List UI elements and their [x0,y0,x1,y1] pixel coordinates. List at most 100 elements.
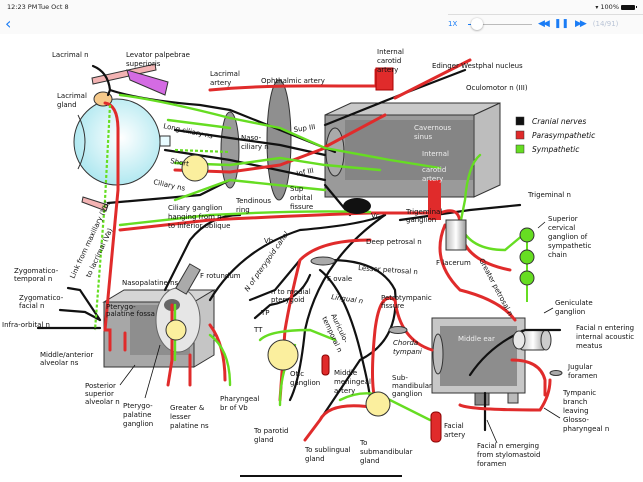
pterygopalatine-fossa-box [102,287,216,368]
label-geniculate-2: ganglion [555,308,585,316]
back-button[interactable]: ‹ [5,14,19,34]
label-nasopalatine: Nasopalatine ns [122,279,179,287]
label-sublingual-1: To sublingual [304,446,351,454]
label-facial-artery-2: artery [444,431,465,439]
label-oculomotor: Oculomotor n (III) [466,84,528,92]
legend: Cranial nerves Parasympathetic Sympathet… [515,116,596,154]
page-indicator: (14/91) [592,20,619,28]
label-ppg-3: ganglion [123,420,153,428]
status-time: 12:23 PM [7,3,38,11]
label-facial-entering-2: internal acoustic [576,333,634,341]
label-ciliary-ganglion-3: to inferior oblique [168,222,230,230]
label-trigeminal-ganglion-1: Trigeminal [405,208,442,216]
label-edinger-westphal: Edinger Westphal nucleus [432,62,523,70]
label-palatine-3: palatine ns [170,422,209,430]
label-petrotympanic-1: Petrotympanic [381,294,432,302]
slider-thumb[interactable] [470,18,483,30]
wifi-icon: ▾ [595,3,599,11]
label-otic-1: Otic [290,370,304,378]
label-nasociliary-1: Naso- [241,134,262,142]
label-mma-2: meningeal [334,378,371,386]
label-ica-1: Internal [422,150,449,158]
pause-button[interactable]: ❚❚ [554,19,569,29]
label-lacrimal-artery-2: artery [210,79,231,87]
cavernous-sinus-box [324,102,501,198]
submandibular-ganglion [365,391,391,417]
label-submand-ganglion-3: ganglion [392,390,422,398]
label-facial-entering-1: Facial n entering [576,324,634,332]
middle-ear-box [431,317,552,406]
petrotympanic-fissure [388,326,408,334]
label-short: Short [170,157,190,168]
fast-forward-icon: ▶▶ [574,19,587,29]
label-tendinous-2: ring [236,206,250,214]
parasympathetic-fibers [103,58,552,442]
sympathetic-chain [519,227,535,302]
label-sup-iii: Sup III [293,123,316,134]
label-levator-1: Levator palpebrae [126,51,190,59]
label-scg-5: chain [548,251,567,259]
label-vb: Vb [264,237,274,245]
inferior-oblique [81,196,109,212]
label-chorda-1: Chorda [393,339,418,347]
label-tp: TP [260,309,270,317]
pause-icon: ❚❚ [553,19,569,29]
label-submand-ganglion-1: Sub- [392,374,408,382]
label-deep-petrosal: Deep petrosal n [366,238,422,246]
label-cavernous-1: Cavernous [414,124,452,132]
ciliary-ganglion [181,154,209,182]
label-lacrimal-gland-2: gland [57,101,77,109]
label-n-medial-pterygoid-2: pterygoid [271,296,305,304]
label-psa-1: Posterior [85,382,116,390]
slider-track-rest [476,24,532,25]
eyeball [73,98,171,186]
chevron-left-icon: ‹ [5,14,12,33]
label-submand-gland-2: submandibular [360,448,413,456]
label-trigeminal-n: Trigeminal n [527,191,571,199]
label-f-ovale: F ovale [327,275,352,283]
playback-speed-button[interactable]: 1X [448,20,458,28]
legend-label-parasympathetic: Parasympathetic [532,131,596,140]
label-internal-carotid-2: carotid [377,57,401,65]
label-lingual: Lingual n [331,293,364,305]
pointer-arrows [119,221,561,444]
forward-button[interactable]: ▶▶ [574,19,587,29]
label-zygomaticofacial-1: Zygomatico- [19,294,64,302]
label-middle-anterior-2: alveolar ns [40,359,79,367]
playback-slider[interactable] [468,18,532,30]
label-zygomaticotemporal-2: temporal n [14,275,52,283]
label-ciliary-ganglion-2: hanging from n [168,213,222,221]
legend-item-cranial: Cranial nerves [515,116,586,126]
internal-carotid-artery-descending [428,180,441,220]
cranial-nerves [36,64,562,432]
label-vc: Vc [371,212,380,220]
legend-item-parasympathetic: Parasympathetic [515,130,596,140]
label-parotid-2: gland [254,436,274,444]
label-lesser-petrosal: Lesser petrosal n [358,264,418,276]
legend-label-sympathetic: Sympathetic [532,145,580,154]
label-internal-carotid-1: Internal [377,48,404,56]
player-divider [448,14,643,15]
trigeminal-ganglion [343,198,371,214]
label-sof-2: orbital [290,194,313,202]
label-ptf-2: palatine fossa [106,310,155,318]
rewind-button[interactable]: ◀◀ [538,19,550,29]
label-geniculate-1: Geniculate [555,299,593,307]
rewind-icon: ◀◀ [538,19,550,29]
label-ophthalmic-artery: Ophthalmic artery [261,77,325,85]
pterygopalatine-ganglion [165,319,187,341]
label-tympanic-3: leaving [563,407,589,415]
otic-ganglion [267,339,299,371]
label-parotid-1: To parotid [253,427,288,435]
label-tympanic-1: Tympanic [562,389,596,397]
label-sof-1: Sup [290,185,304,193]
label-psa-3: alveolar n [85,398,120,406]
label-scg-2: cervical [548,224,575,232]
label-jugular-1: Jugular [567,363,593,371]
label-pharyngeal-2: br of Vb [220,404,248,412]
foramen-rotundum [175,263,201,295]
label-otic-2: ganglion [290,379,320,387]
label-f-lacerum: F lacerum [436,259,471,267]
label-tympanic-5: pharyngeal n [563,425,609,433]
label-tympanic-4: Glosso- [563,416,589,424]
